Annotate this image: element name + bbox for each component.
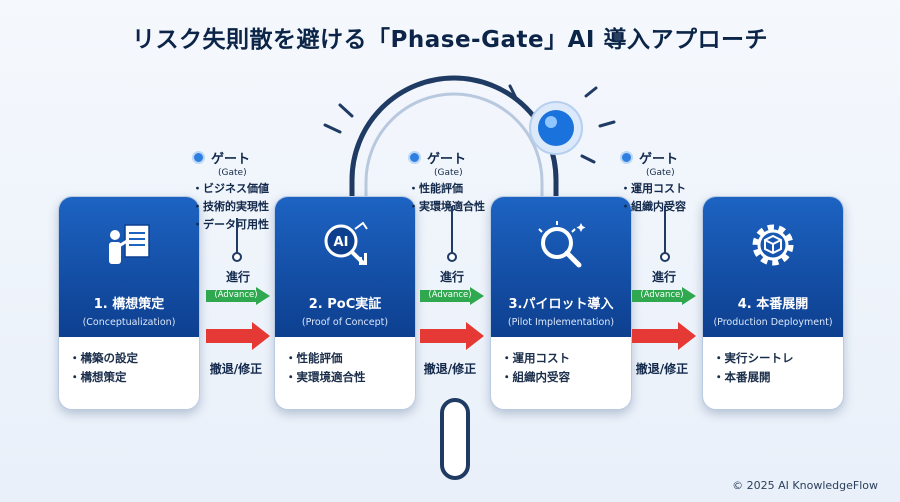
retreat-arrow — [420, 322, 484, 350]
svg-text:AI: AI — [334, 235, 349, 250]
connector-dot — [232, 252, 242, 262]
gate-title: ゲート — [639, 152, 679, 167]
stage-subtitle: (Proof of Concept) — [301, 317, 389, 328]
arrow-right-icon — [632, 287, 696, 305]
gate-dot-icon — [192, 151, 205, 164]
gate-subtitle: (Gate) — [218, 168, 247, 178]
advance-arrow: (Advance) — [632, 287, 696, 305]
stage-items: 構築の設定 構想策定 — [59, 337, 199, 385]
stage-card-4: 4. 本番展開 (Production Deployment) 実行シートレ 本… — [702, 196, 844, 410]
stage-subtitle: (Production Deployment) — [713, 317, 833, 328]
list-item: 技術的実現性 — [192, 198, 269, 214]
arrow-right-icon — [420, 287, 484, 305]
connector-dot — [660, 252, 670, 262]
page-title: リスク失則散を避ける「Phase-Gate」AI 導入アプローチ — [132, 27, 768, 53]
gate-dot-icon — [620, 151, 633, 164]
gate-title: ゲート — [211, 152, 251, 167]
list-item: 実行シートレ — [725, 350, 843, 366]
stage-header: 1. 構想策定 (Conceptualization) — [59, 197, 199, 337]
advance-label: 進行 — [651, 270, 676, 284]
stage-header: AI 2. PoC実証 (Proof of Concept) — [275, 197, 415, 337]
arrow-right-icon — [632, 322, 696, 350]
advance-subtitle: (Advance) — [640, 290, 684, 300]
stage-card-1: 1. 構想策定 (Conceptualization) 構築の設定 構想策定 — [58, 196, 200, 410]
retreat-label: 撤退/修正 — [209, 362, 263, 376]
gate-connector — [236, 218, 238, 254]
list-item: 構想策定 — [81, 369, 199, 385]
advance-label: 進行 — [439, 270, 464, 284]
list-item: データ可用性 — [192, 216, 269, 232]
stage-name: 3.パイロット導入 — [508, 297, 614, 312]
gate-criteria: 運用コスト 組織内受容 — [620, 180, 686, 214]
stage-name: 2. PoC実証 — [308, 297, 382, 312]
stage-header: 3.パイロット導入 (Pilot Implementation) — [491, 197, 631, 337]
gate-1: ゲート (Gate) ビジネス価値 技術的実現性 データ可用性 — [192, 148, 269, 234]
advance-arrow: (Advance) — [420, 287, 484, 305]
stage-name: 4. 本番展開 — [737, 297, 809, 312]
list-item: 運用コスト — [513, 350, 631, 366]
arrow-right-icon — [420, 322, 484, 350]
copyright-text: © 2025 AI KnowledgeFlow — [732, 479, 878, 492]
list-item: 性能評価 — [408, 180, 485, 196]
stage-subtitle: (Pilot Implementation) — [507, 317, 615, 328]
stage-items: 実行シートレ 本番展開 — [703, 337, 843, 385]
list-item: ビジネス価値 — [192, 180, 269, 196]
ai-magnifier-icon: AI — [324, 221, 368, 265]
retreat-label: 撤退/修正 — [635, 362, 689, 376]
list-item: 構築の設定 — [81, 350, 199, 366]
gate-connector — [664, 206, 666, 254]
list-item: 性能評価 — [297, 350, 415, 366]
stage-items: 運用コスト 組織内受容 — [491, 337, 631, 385]
arrow-right-icon — [206, 322, 270, 350]
gate-dot-icon — [408, 151, 421, 164]
retreat-arrow — [206, 322, 270, 350]
stage-subtitle: (Conceptualization) — [82, 317, 176, 328]
stage-items: 性能評価 実環境適合性 — [275, 337, 415, 385]
list-item: 実環境適合性 — [297, 369, 415, 385]
gate-title: ゲート — [427, 152, 467, 167]
list-item: 本番展開 — [725, 369, 843, 385]
gate-subtitle: (Gate) — [646, 168, 675, 178]
connector-dot — [447, 252, 457, 262]
advance-subtitle: (Advance) — [428, 290, 472, 300]
list-item: 組織内受容 — [620, 198, 686, 214]
arrow-right-icon — [206, 287, 270, 305]
stage-card-3: 3.パイロット導入 (Pilot Implementation) 運用コスト 組… — [490, 196, 632, 410]
gate-2: ゲート (Gate) 性能評価 実環境適合性 — [408, 148, 485, 216]
list-item: 組織内受容 — [513, 369, 631, 385]
document-presenter-icon — [109, 224, 150, 264]
gate-3: ゲート (Gate) 運用コスト 組織内受容 — [620, 148, 686, 216]
stage-card-2: AI 2. PoC実証 (Proof of Concept) 性能評価 実環境適… — [274, 196, 416, 410]
retreat-arrow — [632, 322, 696, 350]
gate-criteria: ビジネス価値 技術的実現性 データ可用性 — [192, 180, 269, 232]
stage-header: 4. 本番展開 (Production Deployment) — [703, 197, 843, 337]
list-item: 運用コスト — [620, 180, 686, 196]
retreat-label: 撤退/修正 — [423, 362, 477, 376]
stage-name: 1. 構想策定 — [93, 297, 165, 312]
advance-label: 進行 — [225, 270, 250, 284]
gate-subtitle: (Gate) — [434, 168, 463, 178]
gear-cube-icon — [752, 224, 794, 266]
list-item: 実環境適合性 — [408, 198, 485, 214]
magnifier-icon — [538, 221, 586, 268]
advance-arrow: (Advance) — [206, 287, 270, 305]
gate-criteria: 性能評価 実環境適合性 — [408, 180, 485, 214]
gate-connector — [451, 206, 453, 254]
advance-subtitle: (Advance) — [214, 290, 258, 300]
